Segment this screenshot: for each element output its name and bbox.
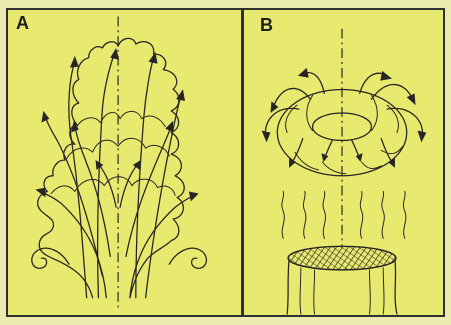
circulation-arrow: [265, 108, 299, 136]
arrowhead-b: [418, 131, 427, 143]
plume-outline-left: [38, 42, 118, 298]
arrowhead-b: [298, 68, 309, 78]
arrow-stem-a: [45, 117, 102, 276]
arrowhead-a: [70, 56, 79, 68]
arrowhead-b: [289, 158, 296, 168]
spiral-left: [32, 248, 69, 268]
arrowhead-b: [380, 71, 392, 81]
arrow-stem-a: [130, 195, 195, 297]
arrow-stem-a: [98, 164, 116, 207]
arrow-stem-a: [146, 95, 181, 298]
arrow-stem-a: [120, 164, 138, 207]
arrowhead-b: [356, 153, 363, 162]
panel-a: A: [6, 8, 243, 317]
arrow-stem-a: [69, 62, 87, 298]
panel-a-illustration: [8, 10, 241, 315]
panel-a-label: A: [16, 14, 29, 32]
arrowhead-b: [321, 153, 328, 162]
panel-b-illustration: [244, 10, 443, 315]
plume-lobe: [77, 111, 165, 126]
arrow-stem-a: [39, 192, 106, 298]
heat-source: [287, 246, 397, 314]
arrowhead-a: [110, 48, 119, 60]
panel-b-label: B: [260, 16, 273, 34]
arrowhead-b: [388, 158, 395, 168]
spiral-right: [169, 248, 206, 268]
panel-b: B: [242, 8, 445, 317]
arrowhead-b: [262, 131, 271, 143]
heat-waves: [282, 191, 406, 238]
arrowhead-a: [41, 111, 49, 123]
arrowhead-b: [407, 93, 416, 105]
arrowhead-a: [189, 192, 199, 202]
